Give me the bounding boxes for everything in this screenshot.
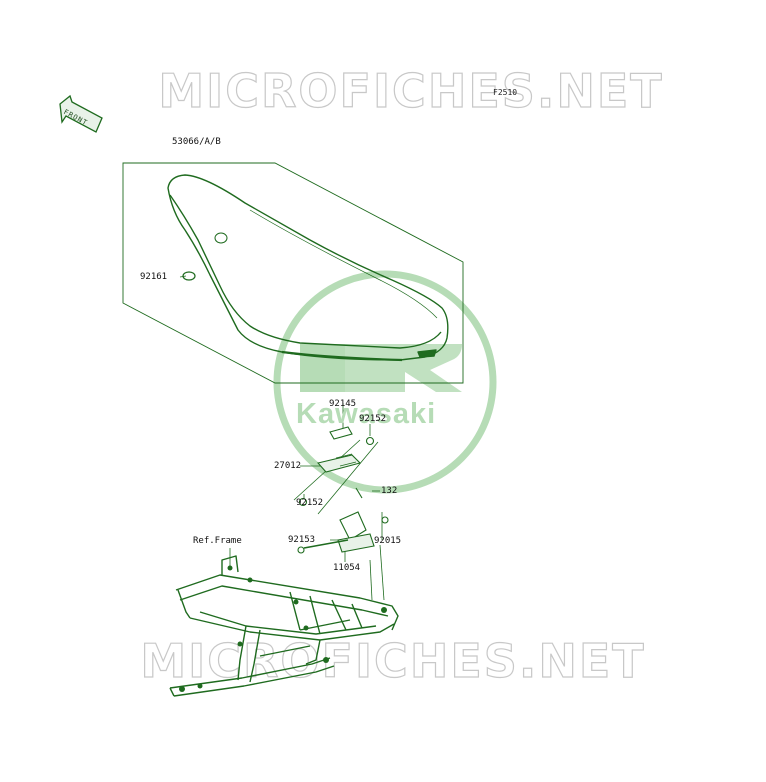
label-seat-grommet: 92161 <box>140 272 168 282</box>
seat-box <box>122 162 464 384</box>
label-bolt-long: 92153 <box>288 535 316 545</box>
watermark-top: MICROFICHES.NET <box>158 63 664 118</box>
kawasaki-logo-text: Kawasaki <box>296 398 437 430</box>
label-bushing-right: 92152 <box>359 414 387 424</box>
label-seat-assembly: 53066/A/B <box>172 137 221 147</box>
label-nut: 92015 <box>374 536 402 546</box>
label-mount-bracket: 11054 <box>333 563 361 573</box>
kawasaki-logo <box>273 270 497 494</box>
watermark-bottom: MICROFICHES.NET <box>140 633 646 688</box>
label-bushing-left: 92152 <box>296 498 324 508</box>
frame-bolts <box>179 565 387 692</box>
label-bolt-132: 132 <box>381 486 398 496</box>
small-parts <box>297 426 389 554</box>
label-seat-bracket: 27012 <box>274 461 302 471</box>
label-ref-frame: Ref.Frame <box>193 536 242 546</box>
figure-code: F2510 <box>493 88 518 97</box>
label-collar-upper: 92145 <box>329 399 357 409</box>
seat-drawing <box>167 174 449 362</box>
front-arrow-icon <box>59 94 103 133</box>
frame-drawing <box>169 555 399 697</box>
